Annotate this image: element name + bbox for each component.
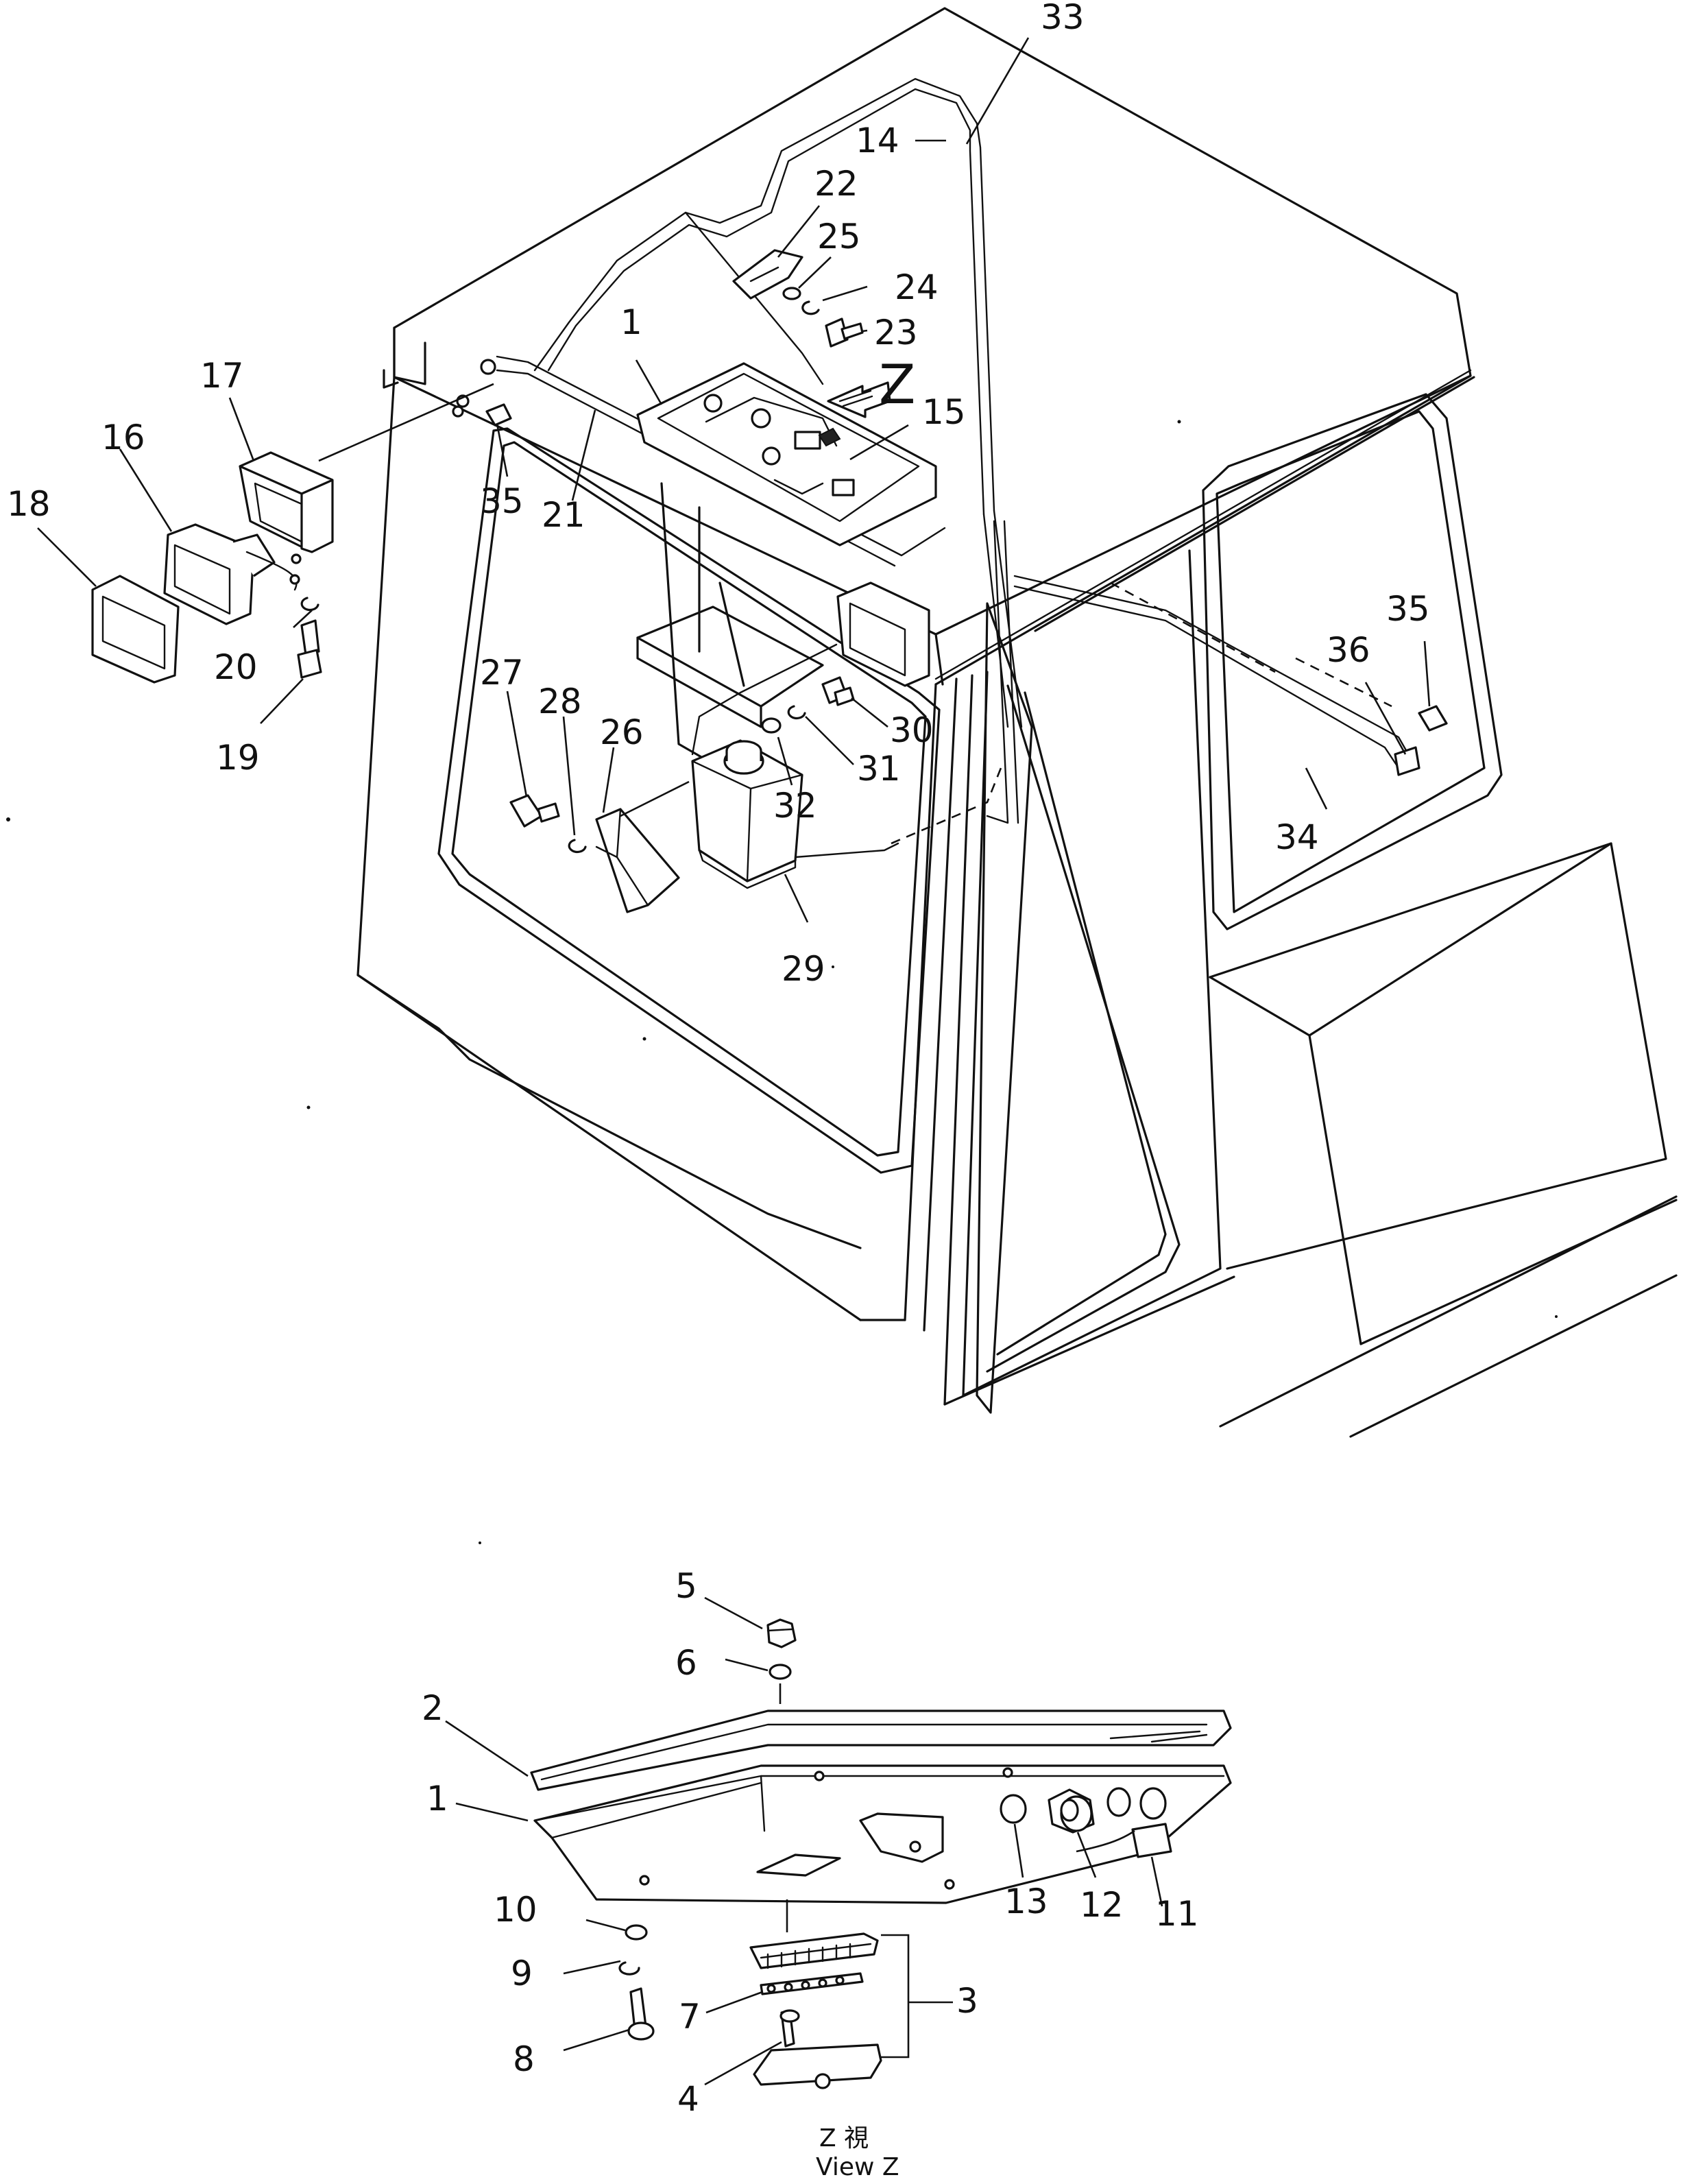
callout-18: 18 [7, 484, 51, 524]
view-z-caption-jp: Z 視 [819, 2124, 869, 2152]
tank-washer [761, 717, 782, 734]
terminal-cover [753, 2043, 882, 2089]
callout-z-9: 9 [511, 1954, 533, 1993]
right-window-frame [1202, 393, 1503, 931]
callout-14: 14 [856, 121, 899, 160]
front-work-lamp [836, 581, 930, 687]
callout-z-6: 6 [675, 1643, 697, 1683]
callout-z-7: 7 [679, 1997, 701, 2037]
callout-31: 31 [857, 749, 901, 789]
lamp-bezel [91, 575, 180, 684]
bracket-bolt [509, 794, 560, 828]
view-z-arrow [827, 381, 891, 418]
terminal-strip [760, 1972, 864, 1995]
callout-33: 33 [1041, 0, 1085, 37]
clip-right [1418, 705, 1448, 732]
callout-26: 26 [600, 712, 644, 752]
callout-32: 32 [773, 786, 817, 826]
callout-20: 20 [214, 647, 258, 687]
callout-z-13: 13 [1004, 1882, 1048, 1921]
bolt [825, 317, 864, 348]
callout-22: 22 [814, 164, 858, 204]
callout-35-right: 35 [1386, 589, 1430, 629]
terminal-block [749, 1899, 879, 1969]
lock-washer [801, 300, 820, 315]
callout-z-5: 5 [675, 1566, 697, 1606]
clip-left [452, 359, 512, 427]
bracket-lock-washer [568, 839, 587, 854]
tank-lock-washer [787, 705, 806, 720]
tank-bracket [595, 780, 690, 913]
callout-28: 28 [538, 682, 582, 721]
terminal-screw [779, 2009, 800, 2048]
callout-z-1: 1 [426, 1779, 448, 1819]
washer-tank [691, 739, 899, 889]
tank-bolt [821, 676, 855, 706]
view-z-detail: 5 6 2 1 10 9 8 7 4 3 13 12 11 Z 視 View Z [422, 1566, 1232, 2181]
work-lamp-housing [239, 451, 334, 553]
lamp-lock-washer [300, 597, 319, 612]
callout-z-11: 11 [1155, 1894, 1199, 1934]
callout-34: 34 [1275, 817, 1319, 857]
callout-35-left: 35 [480, 481, 524, 521]
nut [766, 1618, 797, 1648]
indicator-lamp [1000, 1794, 1027, 1824]
lamp-unit [163, 523, 302, 625]
rotary-switch [1048, 1788, 1095, 1834]
console-cover [530, 1709, 1232, 1791]
callout-21: 21 [542, 495, 585, 535]
callout-29: 29 [782, 949, 825, 989]
callout-z-2: 2 [422, 1688, 444, 1728]
flat-washer [625, 1924, 648, 1941]
callout-36: 36 [1327, 630, 1370, 670]
overhead-console [636, 362, 937, 547]
cab-body [356, 7, 1678, 1438]
switch-plate [732, 249, 803, 300]
callout-z-3: 3 [956, 1981, 978, 2021]
main-view-labels: 33 14 22 25 24 23 1 Z 15 17 16 18 35 21 … [7, 0, 1430, 989]
callout-17: 17 [200, 356, 244, 396]
callout-z-4: 4 [677, 2079, 699, 2119]
toggle-switch [1106, 1787, 1172, 1858]
screw [627, 1987, 655, 2041]
left-window-frame [437, 427, 941, 1174]
callout-24: 24 [895, 267, 939, 307]
view-z-marker: Z [879, 355, 915, 416]
callout-z-10: 10 [494, 1890, 537, 1930]
callout-25: 25 [817, 217, 861, 256]
callout-16: 16 [101, 418, 145, 457]
scan-specks [6, 420, 1558, 1544]
main-leaders [37, 37, 1431, 923]
nozzle-joint [1394, 746, 1420, 776]
callout-27: 27 [480, 653, 524, 693]
callout-23: 23 [874, 313, 918, 352]
nut-washer [769, 1664, 792, 1680]
callout-z-8: 8 [513, 2039, 535, 2079]
washer [782, 287, 801, 300]
callout-30: 30 [890, 710, 934, 750]
callout-z-12: 12 [1080, 1885, 1124, 1925]
callout-15: 15 [922, 392, 966, 432]
view-z-caption-en: View Z [816, 2153, 899, 2181]
lamp-bolt [297, 619, 322, 679]
callout-1: 1 [620, 302, 642, 342]
spring-washer [618, 1961, 640, 1976]
washer-hose [691, 643, 838, 756]
callout-19: 19 [216, 738, 260, 778]
